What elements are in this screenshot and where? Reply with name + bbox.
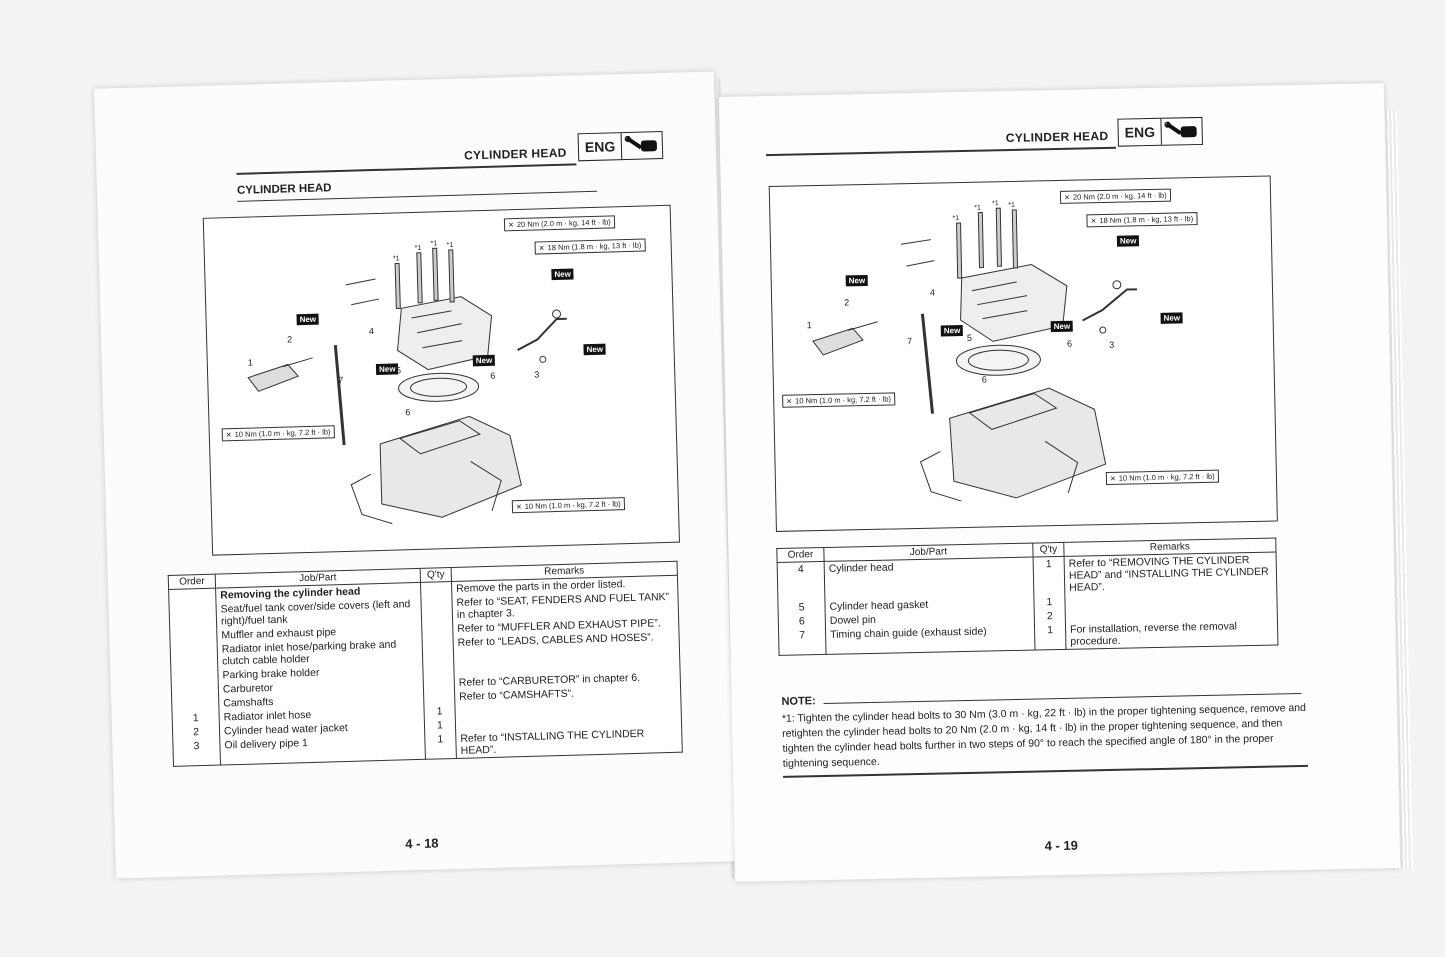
cell-qty — [423, 689, 455, 705]
note-text: *1: Tighten the cylinder head bolts to 3… — [781, 701, 1307, 770]
new-tag: New — [1050, 320, 1074, 333]
new-tag: New — [940, 324, 964, 337]
header-rule — [766, 146, 1117, 156]
callout: *1 — [414, 244, 422, 252]
engine-wrench-icon — [622, 132, 663, 159]
callout: *1 — [446, 241, 454, 250]
callout: *1 — [392, 255, 400, 263]
cell-order — [171, 696, 220, 712]
cell-order: 1 — [172, 710, 220, 726]
new-tag: New — [845, 274, 869, 287]
right-page: CYLINDER HEAD ENG — [718, 83, 1401, 882]
callout: 6 — [405, 407, 411, 418]
new-tag: New — [583, 343, 607, 356]
cell-qty: 2 — [1034, 608, 1066, 624]
parts-table: Order Job/Part Q'ty Remarks Removing the… — [167, 560, 683, 767]
callout: *1 — [992, 200, 999, 208]
cell-order: 4 — [777, 561, 825, 601]
cell-remarks: Refer to “REMOVING THE CYLINDER HEAD” an… — [1064, 551, 1277, 595]
left-page: CYLINDER HEAD ENG CYLINDER HEAD — [94, 71, 736, 879]
exploded-diagram: 20 Nm (2.0 m · kg, 14 ft · lb) 18 Nm (1.… — [202, 204, 680, 556]
cell-order: 7 — [778, 627, 827, 656]
torque-label: 18 Nm (1.8 m · kg, 13 ft · lb) — [1086, 212, 1198, 228]
cell-order — [171, 682, 219, 698]
new-tag: New — [1116, 235, 1140, 247]
header-title: CYLINDER HEAD — [463, 145, 567, 163]
callout: *1 — [430, 240, 438, 248]
callout: 2 — [844, 297, 850, 308]
cell-qty: 1 — [423, 703, 456, 719]
callout: 6 — [981, 374, 987, 385]
section-badge: ENG — [577, 130, 664, 162]
column-header: Order — [776, 547, 825, 563]
callout: 6 — [1066, 338, 1073, 349]
note-title: NOTE: — [781, 695, 816, 708]
callout: 1 — [806, 320, 812, 331]
callout: 3 — [534, 369, 540, 380]
exploded-diagram: 20 Nm (2.0 m · kg, 14 ft · lb) 18 Nm (1.… — [768, 175, 1278, 532]
section-badge: ENG — [1117, 116, 1204, 147]
section-title: CYLINDER HEAD — [236, 182, 332, 197]
callout: 4 — [368, 326, 375, 337]
cell-order: 5 — [777, 599, 826, 615]
cell-qty — [420, 596, 453, 623]
cell-order: 3 — [172, 738, 221, 767]
new-tag: New — [551, 268, 575, 281]
cell-order: 2 — [172, 724, 220, 740]
cell-qty — [422, 636, 454, 663]
cell-qty — [423, 675, 455, 691]
engine-drawing — [247, 247, 567, 525]
callout: 7 — [338, 374, 344, 386]
callout: *1 — [1008, 201, 1015, 210]
cell-order — [169, 628, 218, 644]
callout: *1 — [974, 204, 981, 212]
new-tag: New — [296, 313, 320, 326]
engine-drawing — [812, 207, 1137, 502]
page-number: 4 - 19 — [1044, 837, 1079, 854]
column-header: Q'ty — [420, 567, 452, 583]
cell-qty: 1 — [1033, 556, 1065, 596]
torque-label: 10 Nm (1.0 m · kg, 7.2 ft · lb) — [782, 392, 896, 408]
cell-qty — [422, 661, 455, 677]
callout: 1 — [247, 357, 253, 368]
cell-order: 6 — [778, 613, 826, 629]
torque-label: 20 Nm (2.0 m · kg, 14 ft · lb) — [1059, 188, 1171, 204]
cell-qty: 1 — [424, 717, 456, 733]
cell-remarks: Refer to “INSTALLING THE CYLINDER HEAD”. — [455, 725, 683, 759]
torque-label: 10 Nm (1.0 m · kg, 7.2 ft · lb) — [1105, 469, 1219, 486]
cell-qty: 1 — [1033, 594, 1066, 610]
column-header: Q'ty — [1032, 542, 1065, 558]
cell-qty: 1 — [424, 731, 457, 760]
cell-job: Timing chain guide (exhaust side) — [825, 623, 1036, 655]
page-number: 4 - 18 — [405, 835, 439, 852]
cell-job: Cylinder head — [824, 557, 1034, 600]
engine-wrench-icon — [1162, 118, 1203, 145]
callout: 3 — [1109, 339, 1115, 350]
callout: 7 — [906, 336, 913, 347]
cell-qty — [421, 622, 454, 637]
callout: 2 — [287, 334, 293, 345]
cell-order — [169, 602, 217, 630]
new-tag: New — [472, 354, 496, 367]
header-rule — [236, 163, 577, 175]
callout: *1 — [952, 215, 960, 223]
callout: 4 — [929, 287, 936, 298]
new-tag: New — [1160, 312, 1184, 324]
cell-job: Oil delivery pipe 1 — [219, 732, 426, 766]
cell-remarks: For installation, reverse the removal pr… — [1065, 618, 1278, 650]
header-title: CYLINDER HEAD — [1005, 128, 1109, 146]
callout: 5 — [395, 365, 402, 376]
cell-qty — [420, 581, 452, 597]
callout: 6 — [490, 370, 496, 381]
cell-order — [170, 668, 219, 684]
column-header: Order — [168, 574, 216, 590]
eng-label: ENG — [1118, 118, 1163, 146]
callout: 5 — [966, 332, 973, 343]
eng-label: ENG — [578, 133, 623, 161]
cell-order — [168, 588, 216, 604]
cell-order — [170, 642, 218, 670]
cell-qty: 1 — [1034, 622, 1066, 651]
